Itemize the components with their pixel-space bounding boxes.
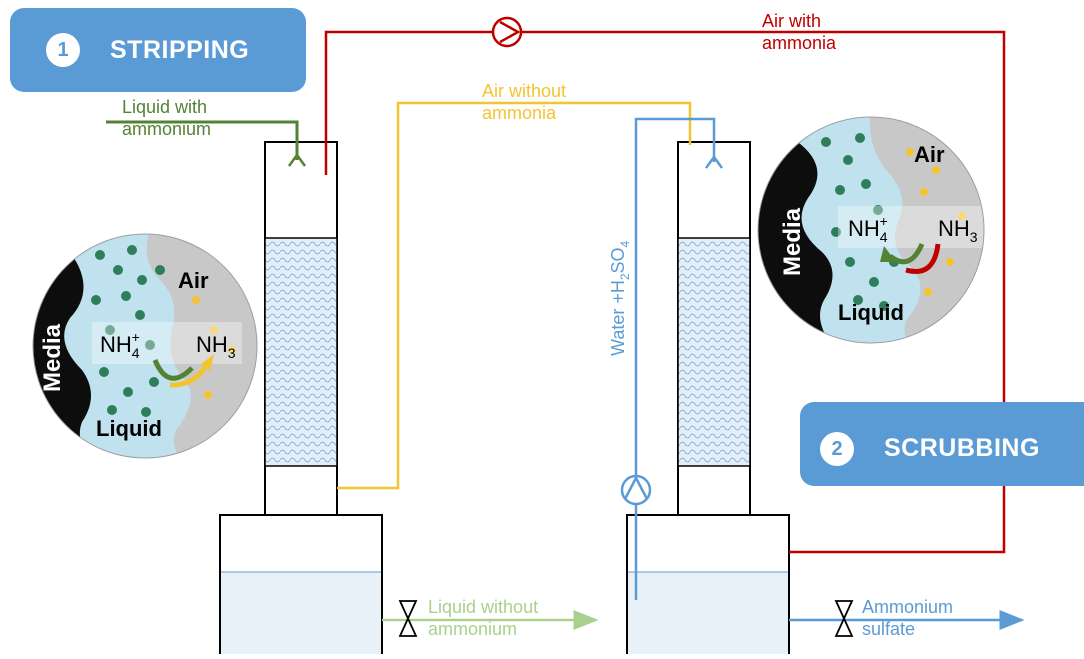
- transfer-arrow-green: [152, 358, 194, 381]
- air-without-ammonia-line: [337, 101, 692, 490]
- nh4-label-left: NH4+: [100, 329, 140, 361]
- air-without-ammonia-label: Air without ammonia: [482, 81, 567, 123]
- valve-icon-left: [398, 600, 418, 637]
- media-label-right: Media: [779, 207, 806, 276]
- nh3-label-right: NH3: [938, 216, 978, 245]
- scrubbing-tank: [626, 514, 790, 655]
- stripping-banner: 1 STRIPPING: [10, 8, 306, 92]
- air-with-ammonia-label: Air with ammonia: [762, 11, 837, 53]
- media-label-left: Media: [39, 323, 66, 392]
- water-h2so4-label: Water +H2SO4: [608, 240, 632, 356]
- liquid-label-right: Liquid: [838, 300, 904, 325]
- ammonia-dots-right: [906, 148, 966, 296]
- liquid-label-left: Liquid: [96, 416, 162, 441]
- liquid-with-ammonium-label: Liquid with ammonium: [122, 97, 212, 139]
- liquid-without-ammonium-label: Liquid without ammonium: [428, 597, 539, 639]
- scrubbing-tank-liquid: [628, 572, 788, 654]
- stripping-title: STRIPPING: [110, 36, 250, 64]
- air-label-right: Air: [914, 142, 945, 167]
- stripping-packing: [264, 237, 338, 467]
- liquid-inlet-line: [106, 120, 307, 167]
- stage-number-2: 2: [820, 432, 854, 466]
- ammonium-sulfate-label: Ammonium sulfate: [862, 597, 954, 639]
- air-label-left: Air: [178, 268, 209, 293]
- scrubbing-inset: [757, 116, 985, 344]
- nh4-label-right: NH4+: [848, 213, 888, 245]
- scrubbing-packing: [677, 237, 751, 467]
- stripping-column: [264, 141, 338, 516]
- scrubbing-banner: 2 SCRUBBING: [800, 402, 1084, 486]
- scrubbing-column: [677, 141, 751, 516]
- air-region-right: [869, 117, 984, 343]
- stripping-tank: [219, 514, 383, 655]
- stripping-tank-liquid: [221, 572, 381, 654]
- ammonia-dots: [192, 296, 236, 399]
- air-with-ammonia-line: [324, 30, 1006, 554]
- scrubbing-title: SCRUBBING: [884, 434, 1040, 462]
- stage-number-1: 1: [46, 33, 80, 67]
- fan-icon: [491, 16, 523, 48]
- nh3-label-left: NH3: [196, 332, 236, 361]
- transfer-arrow-green-right: [888, 242, 925, 265]
- pump-icon: [620, 474, 652, 506]
- ammonium-dots-right: [821, 133, 899, 311]
- valve-icon-right: [834, 600, 854, 637]
- acid-line: [634, 117, 724, 600]
- ammonium-dots: [91, 245, 165, 417]
- transfer-arrow-red: [905, 243, 941, 274]
